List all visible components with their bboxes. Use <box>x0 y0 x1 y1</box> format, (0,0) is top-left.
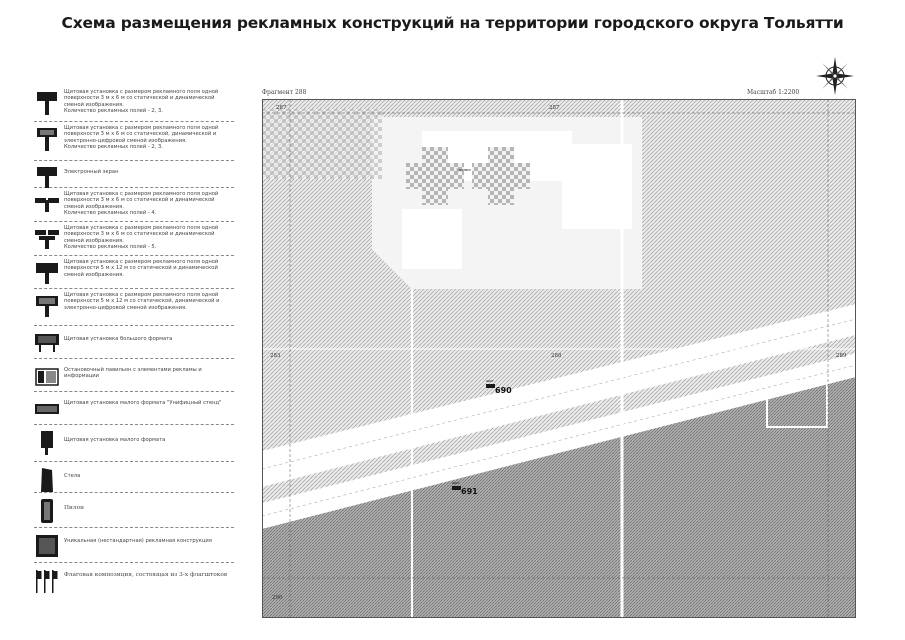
billboard-3x6-4-fields-icon <box>35 198 59 212</box>
legend-text: Щитовая установка с размером рекламного … <box>64 125 219 151</box>
tile-number: 288 <box>551 353 562 359</box>
tile-number: 287 <box>276 105 287 111</box>
billboard-3x6-5-fields-icon <box>35 230 59 249</box>
road-south <box>262 353 856 529</box>
map-title: Схема размещения рекламных конструкций н… <box>61 14 844 32</box>
legend-text: Уникальная (нестандартная) рекламная кон… <box>64 538 212 544</box>
small-format-billboard-icon <box>41 431 53 455</box>
legend-item: Щитовая установка с размером рекламного … <box>34 86 234 122</box>
scale-label: Масштаб 1:2200 <box>747 89 800 96</box>
billboard-3x6-digital-icon <box>37 128 57 151</box>
legend-text: Остановочный павильон с элементами рекла… <box>64 367 202 380</box>
map-frame <box>262 99 856 618</box>
ad-site-marker[interactable]: щит 691 <box>452 481 478 496</box>
large-format-billboard-icon <box>35 334 59 352</box>
cross-shaped-building <box>406 147 464 205</box>
stele-icon <box>41 468 53 492</box>
tile-number: 289 <box>836 353 847 359</box>
legend-text: Щитовая установка с размером рекламного … <box>64 292 220 311</box>
site-number: 691 <box>461 487 478 496</box>
electronic-screen-icon <box>37 167 57 188</box>
legend-text: Электронный экран <box>64 169 119 175</box>
billboard-3x6-icon <box>37 92 57 115</box>
site-number: 690 <box>495 386 512 395</box>
legend-item: Щитовая установка большого формата <box>34 326 234 359</box>
legend-item: Щитовая установка малого формата "Унифиц… <box>34 392 234 425</box>
legend-text: Щитовая установка с размером рекламного … <box>64 89 219 115</box>
legend-item: Щитовая установка малого формата <box>34 425 234 462</box>
legend-item: Щитовая установка с размером рекламного … <box>34 122 234 161</box>
legend-text: Флаговая композиция, состоящая из 3-х фл… <box>64 572 228 578</box>
compass-rose-icon <box>816 57 854 95</box>
billboard-5x12-icon <box>36 263 58 284</box>
legend-item: Электронный экран <box>34 161 234 188</box>
legend-text: Щитовая установка малого формата "Унифиц… <box>64 400 222 406</box>
flag-composition-icon <box>36 570 58 593</box>
bus-stop-pavilion-icon <box>35 368 59 386</box>
cross-shaped-building <box>472 147 530 205</box>
legend-item: Щитовая установка с размером рекламного … <box>34 222 234 256</box>
map-fragment: Здание 287 287 283 288 289 290 щит 690 щ… <box>262 99 856 618</box>
legend-item: Флаговая композиция, состоящая из 3-х фл… <box>34 563 234 597</box>
legend-text: Щитовая установка малого формата <box>64 437 166 443</box>
median-strip <box>262 335 856 503</box>
unique-structure-icon <box>36 535 58 557</box>
legend-text: Стела <box>64 473 81 479</box>
tile-number: 287 <box>549 105 560 111</box>
unified-stand-icon <box>35 404 59 414</box>
fragment-label: Фрагмент 288 <box>262 89 307 96</box>
legend-item: Щитовая установка с размером рекламного … <box>34 289 234 326</box>
legend: Щитовая установка с размером рекламного … <box>34 86 234 597</box>
legend-text: Щитовая установка с размером рекламного … <box>64 225 219 251</box>
site-label: щит <box>486 379 494 383</box>
legend-item: Остановочный павильон с элементами рекла… <box>34 359 234 392</box>
legend-item: Стела <box>34 462 234 493</box>
ad-site-marker[interactable]: щит 690 <box>486 379 512 395</box>
legend-item: Щитовая установка с размером рекламного … <box>34 256 234 289</box>
green-zone <box>262 377 856 618</box>
site-label: щит <box>452 481 460 485</box>
legend-text: Щитовая установка большого формата <box>64 336 173 342</box>
billboard-5x12-digital-icon <box>36 296 58 317</box>
legend-item: Уникальная (нестандартная) рекламная кон… <box>34 528 234 563</box>
legend-item: Пилон <box>34 493 234 528</box>
legend-text: Щитовая установка с размером рекламного … <box>64 191 219 217</box>
tile-number: 290 <box>272 595 283 601</box>
building-label: Здание <box>456 167 472 172</box>
legend-item: Щитовая установка с размером рекламного … <box>34 188 234 222</box>
pylon-icon <box>41 499 53 523</box>
tile-number: 283 <box>270 353 281 359</box>
legend-text: Щитовая установка с размером рекламного … <box>64 259 219 278</box>
legend-text: Пилон <box>64 505 84 511</box>
